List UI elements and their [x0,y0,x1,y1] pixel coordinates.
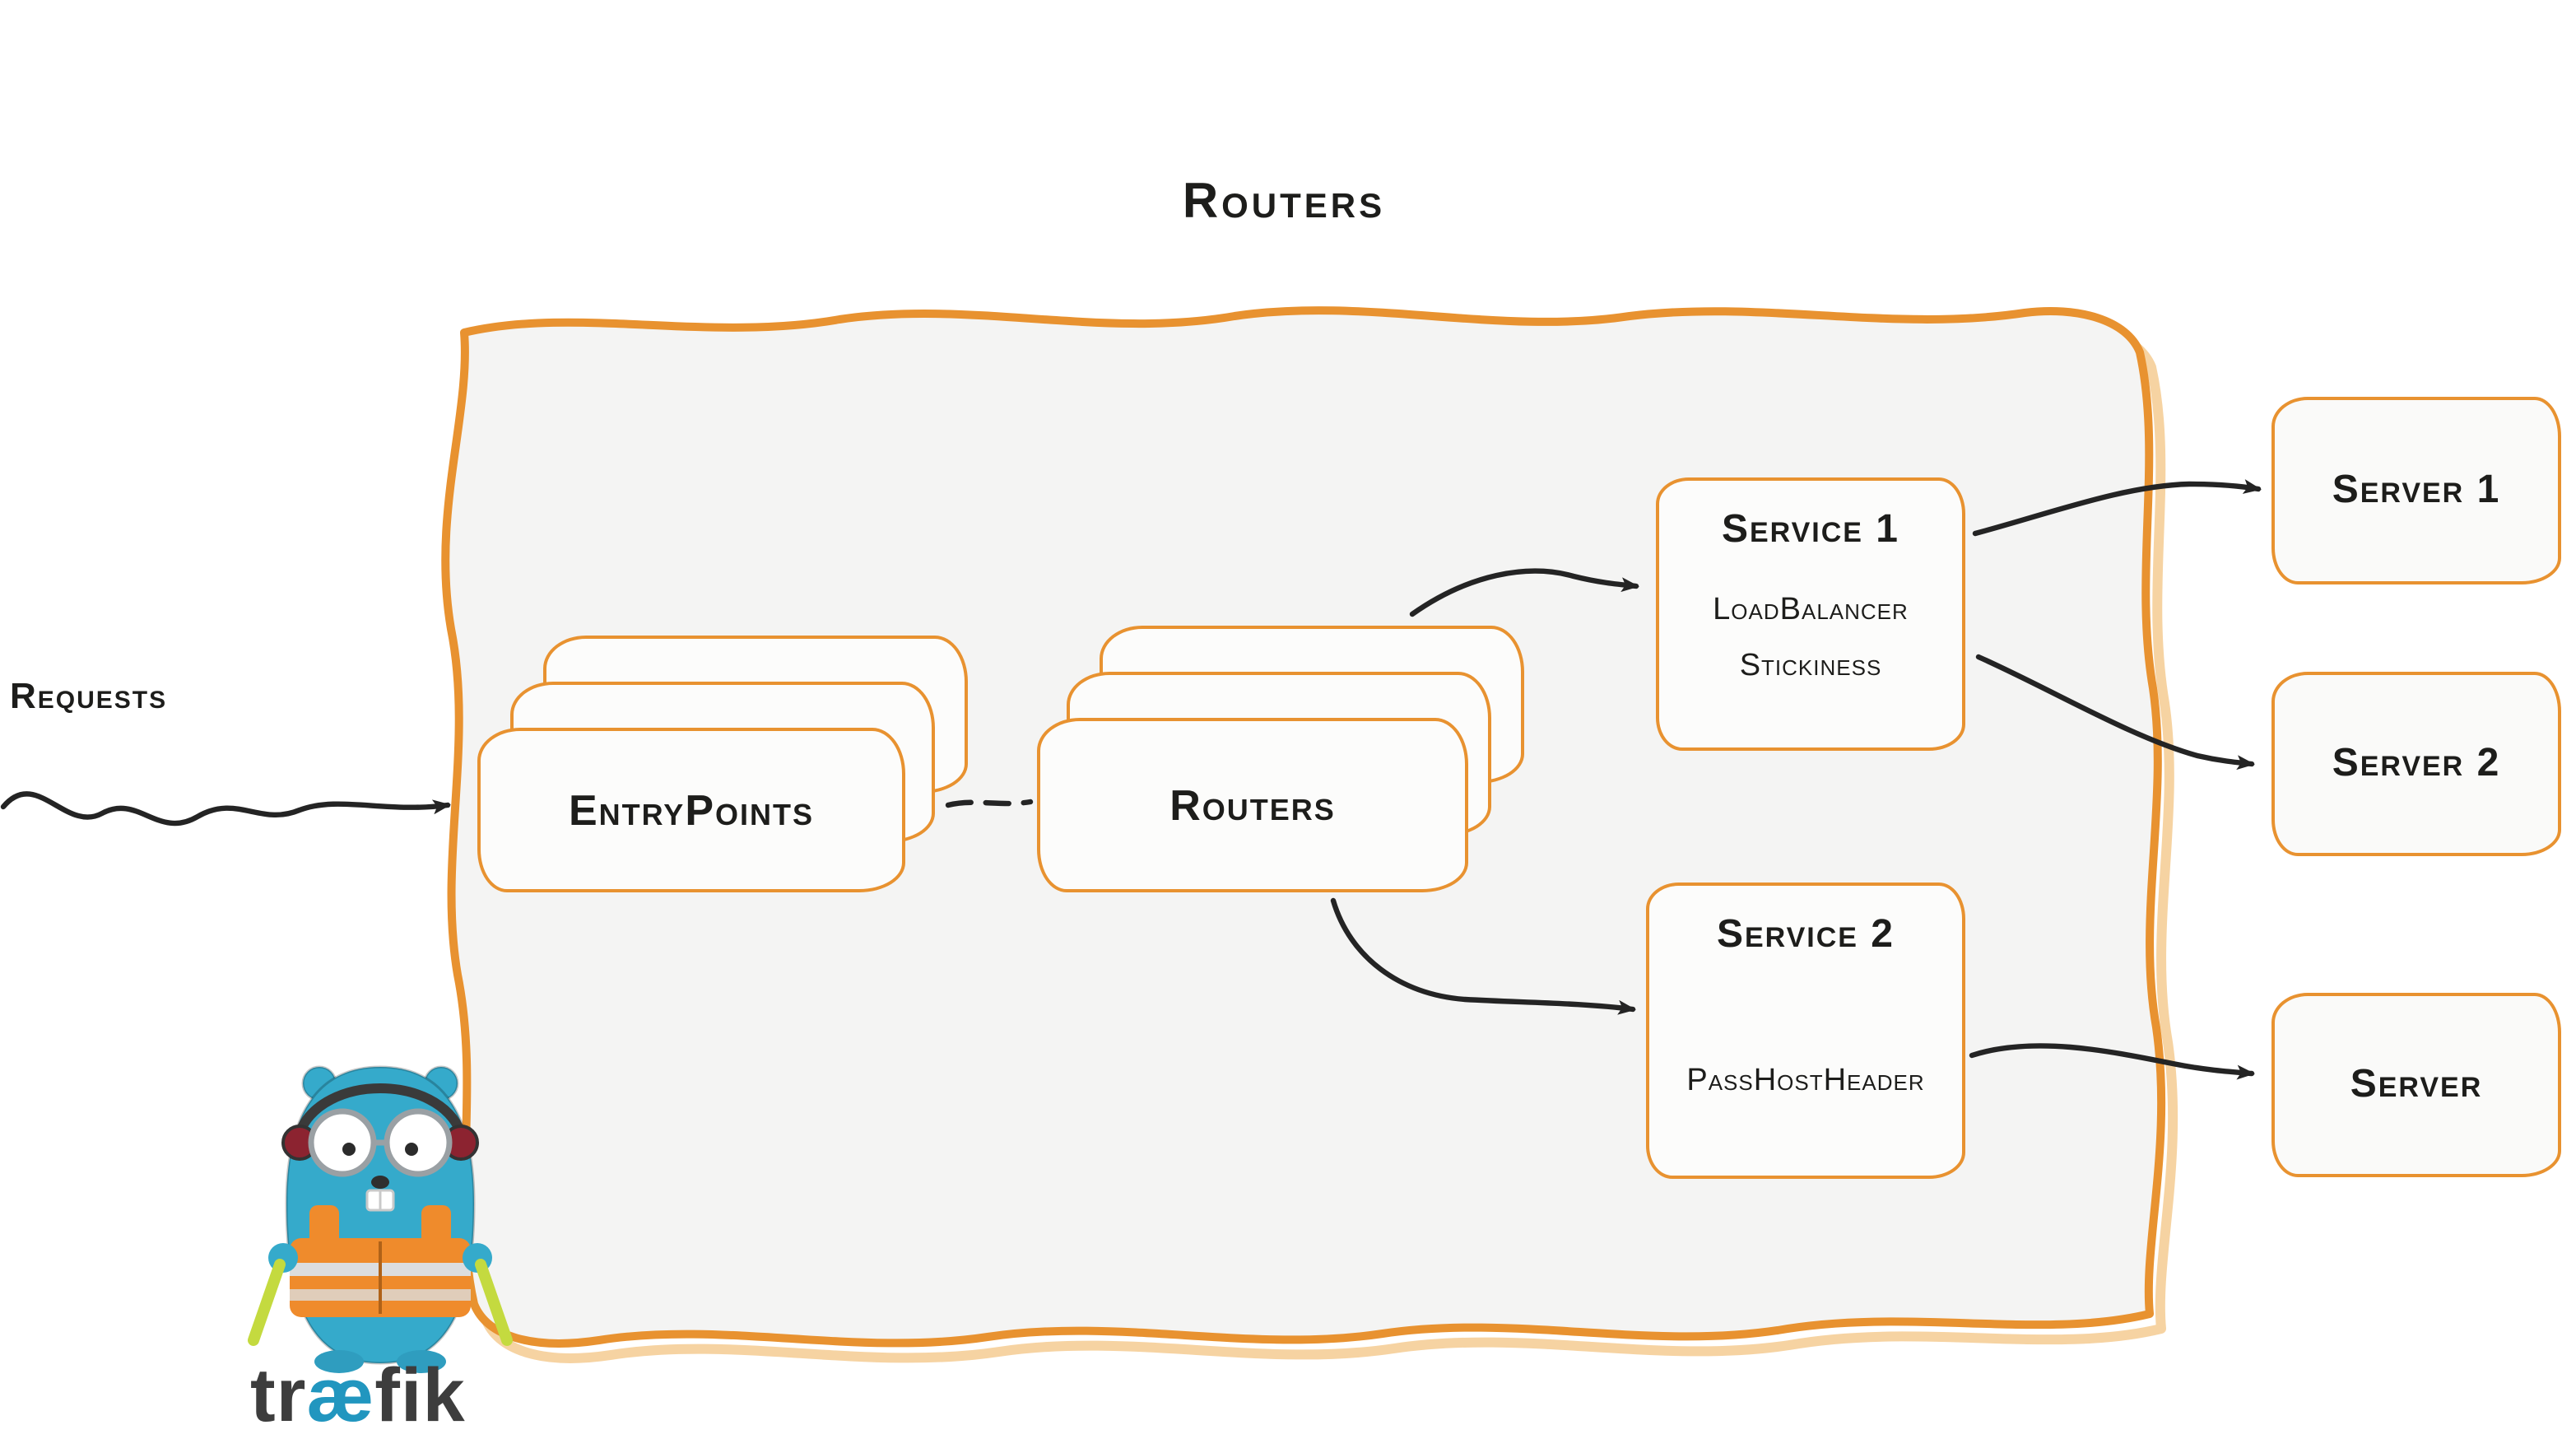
safety-vest-icon [290,1205,471,1317]
arrow-service-1-to-server-2 [1975,654,2255,771]
server-1-label: Server 1 [2332,468,2501,512]
entrypoints-label: EntryPoints [568,785,815,834]
service-1-title: Service 1 [1721,507,1899,552]
requests-label: Requests [10,675,168,716]
entrypoints-card: EntryPoints [477,728,905,892]
service-1-loadbalancer-label: LoadBalancer [1713,593,1909,627]
gopher-face [365,1176,395,1212]
arrow-entrypoints-to-routers [945,799,1034,808]
goggles-icon [308,1108,453,1177]
service-2-passhostheader-label: PassHostHeader [1686,1064,1925,1098]
server-label: Server [2350,1062,2483,1106]
wordmark-ae: æ [306,1352,375,1437]
wordmark-post: fik [374,1352,466,1437]
server-2-card: Server 2 [2271,672,2561,856]
arrow-routers-to-service-1 [1409,568,1639,617]
gopher-feet [314,1350,446,1373]
service-1-stickiness-label: Stickiness [1739,649,1882,683]
arrow-service-2-to-server [1969,1043,2255,1080]
arrow-requests-to-entrypoints [0,791,451,827]
server-2-label: Server 2 [2332,741,2501,785]
arrow-routers-to-service-2 [1330,897,1636,1015]
service-2-title: Service 2 [1716,912,1895,957]
baton-sticks-icon [248,1259,513,1346]
server-1-card: Server 1 [2271,397,2561,584]
wordmark-pre: tr [250,1352,307,1437]
diagram-title: Routers [1182,175,1386,229]
routers-card: Routers [1037,718,1468,892]
routers-label: Routers [1169,780,1336,829]
server-card: Server [2271,993,2561,1177]
arrow-service-1-to-server-1 [1972,479,2262,537]
service-2-card: Service 2 PassHostHeader [1646,882,1965,1179]
traefik-gopher-logo [248,1065,513,1373]
traefik-wordmark: træfik [250,1350,466,1439]
service-1-card: Service 1 LoadBalancer Stickiness [1656,477,1965,751]
